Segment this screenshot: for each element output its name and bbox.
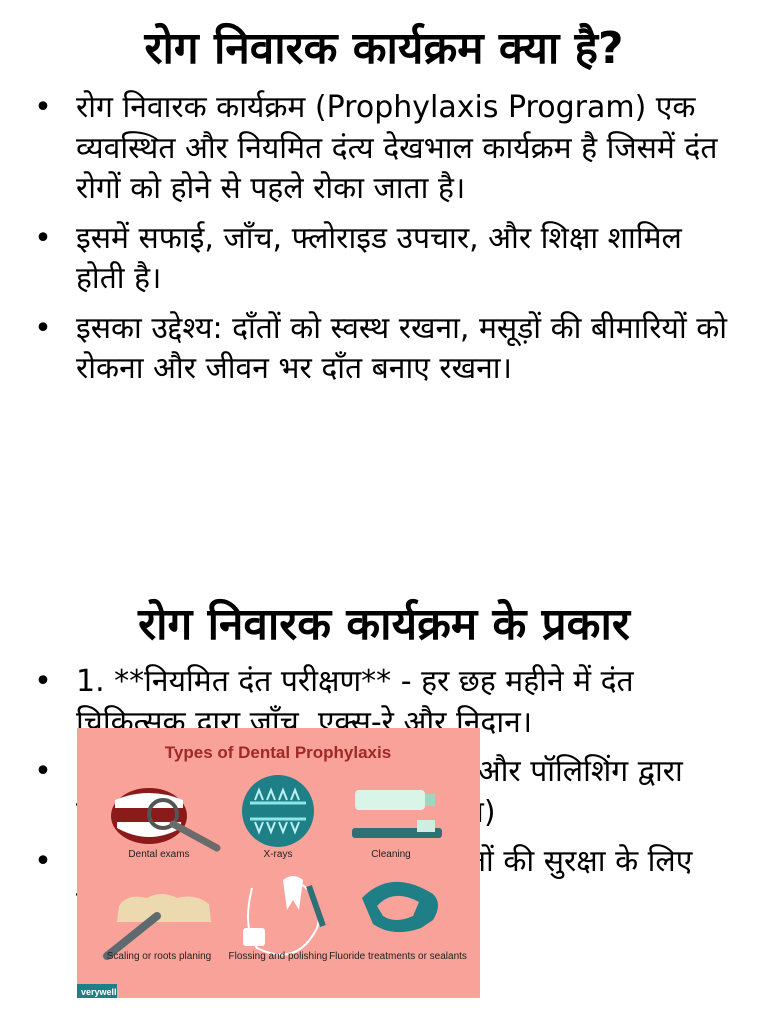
slide-title: रोग निवारक कार्यक्रम के प्रकार	[138, 599, 630, 650]
mouthguard-icon	[362, 881, 438, 933]
infographic-title: Types of Dental Prophylaxis	[165, 743, 391, 762]
slide-1: रोग निवारक कार्यक्रम क्या है? • रोग निवार…	[0, 23, 768, 390]
figure-label: Fluoride treatments or sealants	[329, 951, 467, 962]
bullet-item: • रोग निवारक कार्यक्रम (Prophylaxis Progr…	[34, 88, 728, 210]
figure-label: Flossing and polishing	[229, 951, 328, 962]
toothpaste-icon	[352, 790, 442, 838]
bullet-icon: •	[34, 754, 52, 789]
bullet-item: • इसका उद्देश्य: दाँतों को स्वस्थ रखना, म…	[34, 309, 728, 390]
slide-2: रोग निवारक कार्यक्रम के प्रकार •1. **निय…	[0, 574, 768, 1024]
scaling-icon	[103, 894, 211, 960]
bullet-icon: •	[34, 90, 52, 125]
bullet-icon: •	[34, 220, 52, 256]
figure-label: X-rays	[264, 849, 293, 860]
bullet-icon: •	[34, 664, 52, 699]
slide-title: रोग निवारक कार्यक्रम क्या है?	[144, 23, 624, 74]
dental-prophylaxis-infographic: Types of Dental Prophylaxis Dental exams…	[77, 728, 480, 998]
dental-exam-icon	[111, 788, 221, 852]
figure-label: Cleaning	[371, 849, 410, 860]
floss-icon	[243, 876, 326, 956]
brand-logo: verywell	[81, 987, 117, 997]
figure-label: Scaling or roots planing	[107, 951, 212, 962]
bullet-list: • रोग निवारक कार्यक्रम (Prophylaxis Progr…	[0, 88, 768, 390]
bullet-icon: •	[34, 844, 52, 879]
figure-label: Dental exams	[128, 849, 189, 860]
bullet-text: रोग निवारक कार्यक्रम (Prophylaxis Progra…	[76, 90, 718, 206]
bullet-text: इसमें सफाई, जाँच, फ्लोराइड उपचार, और शिक…	[76, 220, 682, 297]
x-ray-icon	[242, 775, 314, 847]
bullet-item: • इसमें सफाई, जाँच, फ्लोराइड उपचार, और शि…	[34, 219, 728, 300]
bullet-text: इसका उद्देश्य: दाँतों को स्वस्थ रखना, मस…	[76, 310, 728, 387]
bullet-icon: •	[34, 310, 52, 346]
